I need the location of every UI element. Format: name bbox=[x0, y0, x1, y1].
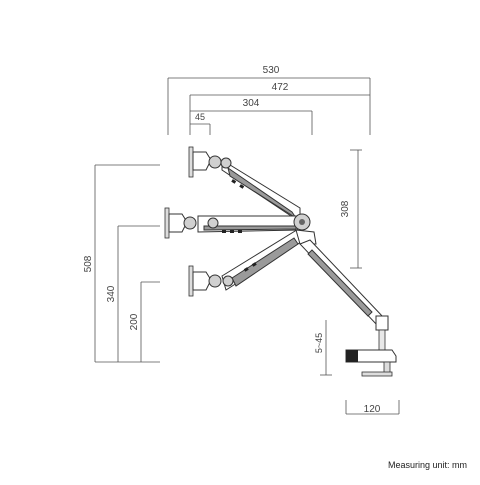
dimension-overall-reach: 530 bbox=[167, 65, 371, 135]
vesa-plate-top bbox=[188, 146, 222, 178]
dimension-desk-thickness: 5~45 bbox=[314, 320, 332, 376]
min-offset-label: 45 bbox=[195, 112, 205, 122]
max-height-label: 508 bbox=[83, 255, 94, 272]
clamp-depth-label: 120 bbox=[364, 404, 381, 415]
dimension-max-height: 508 bbox=[83, 164, 160, 362]
dimension-vertical-travel: 308 bbox=[340, 149, 362, 269]
mid-height-label: 340 bbox=[106, 285, 117, 302]
min-height-label: 200 bbox=[129, 313, 140, 330]
dimension-mid-height: 340 bbox=[106, 225, 160, 362]
monitor-arm-illustration bbox=[164, 146, 397, 377]
dimension-clamp-depth: 120 bbox=[345, 400, 400, 415]
arm-stripes bbox=[222, 179, 257, 272]
forearm-bottom bbox=[221, 227, 305, 291]
dimension-min-height: 200 bbox=[129, 281, 160, 362]
overall-reach-label: 530 bbox=[263, 65, 280, 76]
vertical-travel-label: 308 bbox=[340, 200, 351, 217]
pole-and-clamp bbox=[345, 315, 397, 377]
elbow-joint bbox=[293, 213, 317, 245]
forearm-top bbox=[220, 157, 301, 223]
vesa-plate-bottom bbox=[188, 265, 222, 297]
dimension-arm-reach: 472 bbox=[189, 82, 370, 135]
dimension-min-offset: 45 bbox=[190, 112, 211, 135]
mid-reach-label: 304 bbox=[243, 98, 260, 109]
main-gas-spring-arm bbox=[299, 239, 385, 327]
measuring-unit-note: Measuring unit: mm bbox=[388, 460, 468, 470]
desk-thickness-label: 5~45 bbox=[314, 333, 324, 353]
dimension-mid-reach: 304 bbox=[190, 98, 313, 135]
forearm-middle bbox=[197, 215, 301, 233]
arm-reach-label: 472 bbox=[272, 82, 289, 93]
vesa-plate-middle bbox=[164, 207, 197, 239]
